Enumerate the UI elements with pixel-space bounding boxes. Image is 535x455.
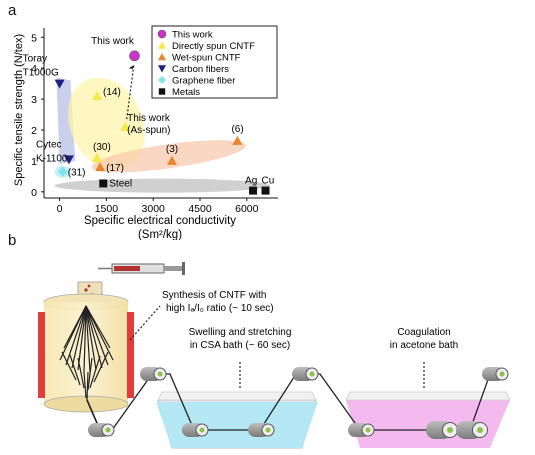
point-label: (30) xyxy=(93,142,111,153)
point-label: Cu xyxy=(262,176,275,187)
y-tick-label: 1 xyxy=(31,156,37,168)
arrow-head xyxy=(128,65,134,70)
x-tick-label: 6000 xyxy=(235,203,259,215)
x-tick-label: 4500 xyxy=(188,203,212,215)
point-label: (As-spun) xyxy=(127,125,170,136)
point-label: Ag xyxy=(245,176,257,187)
legend-marker xyxy=(158,53,166,61)
swelling-label-line2: in CSA bath (~ 60 sec) xyxy=(190,340,290,351)
point-label: (3) xyxy=(166,144,178,155)
y-tick-label: 5 xyxy=(31,32,37,44)
legend-box xyxy=(151,25,278,99)
data-point xyxy=(63,155,74,165)
y-tick-label: 3 xyxy=(31,94,37,106)
panel-b-letter: b xyxy=(8,232,17,249)
legend-marker xyxy=(158,65,166,73)
x-axis-label: Specific electrical conductivity xyxy=(84,215,236,227)
legend-marker xyxy=(158,88,166,95)
point-label: (17) xyxy=(106,163,124,174)
data-point xyxy=(249,186,258,195)
csa-bath xyxy=(156,391,318,449)
data-point xyxy=(120,121,131,131)
legend-label: Graphene fiber xyxy=(172,76,235,87)
legend-marker xyxy=(157,29,167,39)
data-point xyxy=(99,179,108,188)
legend-label: Wet-spun CNTF xyxy=(172,53,241,64)
synthesis-label-line2: high Iₐ/I₀ ratio (~ 10 sec) xyxy=(166,303,274,314)
data-point xyxy=(57,166,68,177)
point-label: T1000G xyxy=(23,68,59,79)
region-wet-spun xyxy=(91,140,247,173)
data-point xyxy=(92,91,103,100)
x-tick-label: 3000 xyxy=(142,203,166,215)
region-metals xyxy=(54,178,271,193)
coagulation-label-line1: Coagulation xyxy=(397,327,450,338)
x-tick-label: 1500 xyxy=(95,203,119,215)
y-axis-label: Specific tensile strength (N/tex) xyxy=(13,34,25,186)
legend-label: Metals xyxy=(172,87,200,98)
data-point xyxy=(261,186,270,195)
point-label: Toray xyxy=(23,54,47,65)
legend-label: This work xyxy=(172,30,213,41)
rollers xyxy=(88,367,509,439)
data-point xyxy=(166,155,177,165)
swelling-label-line1: Swelling and stretching xyxy=(189,327,292,338)
x-axis-unit: (Sm²/kg) xyxy=(138,229,182,240)
data-point xyxy=(95,162,106,172)
data-point xyxy=(129,50,140,62)
legend-label: Carbon fibers xyxy=(172,64,229,75)
syringe xyxy=(98,262,185,275)
data-point xyxy=(54,79,65,89)
point-label: K-1100 xyxy=(36,153,68,164)
data-point xyxy=(232,135,243,145)
x-tick-label: 0 xyxy=(57,203,63,215)
synthesis-label-line1: Synthesis of CNTF with xyxy=(162,290,266,301)
point-label: Cytec xyxy=(36,139,62,150)
y-tick-label: 4 xyxy=(31,63,37,75)
process-schematic: Synthesis of CNTF with high Iₐ/I₀ ratio … xyxy=(38,262,511,449)
point-label: (14) xyxy=(103,87,121,98)
improvement-arrow xyxy=(126,65,135,120)
y-tick-label: 0 xyxy=(31,187,37,199)
point-label: (6) xyxy=(231,124,243,135)
point-label: This work xyxy=(127,113,171,124)
furnace xyxy=(38,281,134,431)
point-label: (31) xyxy=(68,168,86,179)
legend-label: Directly spun CNTF xyxy=(172,41,255,52)
acetone-bath xyxy=(345,391,511,448)
coagulation-label-line2: in acetone bath xyxy=(390,340,458,351)
legend-marker xyxy=(158,76,166,84)
point-label: Steel xyxy=(109,178,132,189)
point-label: This work xyxy=(91,36,135,47)
panel-a-letter: a xyxy=(8,2,17,19)
data-point xyxy=(92,152,103,162)
y-tick-label: 2 xyxy=(31,125,37,137)
region-directly-spun xyxy=(67,77,145,170)
legend-marker xyxy=(158,41,166,49)
